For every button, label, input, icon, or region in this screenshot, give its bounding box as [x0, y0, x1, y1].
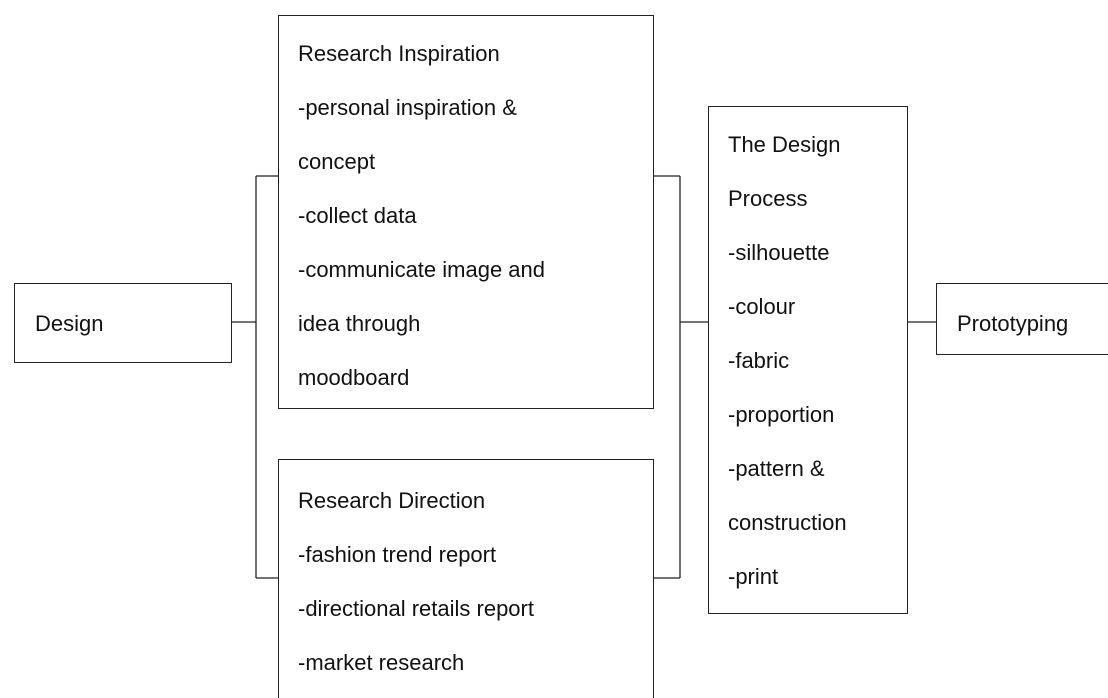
design-label: Design — [35, 311, 104, 336]
research-direction-item: -directional retails report — [298, 596, 534, 621]
prototyping-box: Prototyping — [936, 283, 1108, 355]
design-process-item: construction — [728, 510, 847, 535]
research-direction-item: -market research — [298, 650, 465, 675]
research-direction-box: Research Direction -fashion trend report… — [278, 459, 654, 698]
research-direction-title: Research Direction — [298, 488, 486, 513]
research-inspiration-item: -collect data — [298, 203, 417, 228]
research-inspiration-item: idea through — [298, 311, 421, 336]
research-inspiration-item: -communicate image and — [298, 257, 546, 282]
design-process-title: The Design — [728, 132, 841, 157]
design-process-item: -print — [728, 564, 779, 589]
research-inspiration-item: moodboard — [298, 365, 410, 390]
design-process-title: Process — [728, 186, 808, 211]
research-inspiration-box: Research Inspiration -personal inspirati… — [278, 15, 654, 409]
design-process-item: -pattern & — [728, 456, 825, 481]
design-process-item: -fabric — [728, 348, 790, 373]
prototyping-label: Prototyping — [957, 311, 1069, 336]
design-box: Design — [14, 283, 232, 363]
design-process-item: -proportion — [728, 402, 835, 427]
design-process-box: The Design Process -silhouette -colour -… — [708, 106, 908, 614]
design-process-item: -colour — [728, 294, 796, 319]
research-inspiration-item: concept — [298, 149, 376, 174]
research-inspiration-item: -personal inspiration & — [298, 95, 517, 120]
research-inspiration-title: Research Inspiration — [298, 41, 500, 66]
research-direction-item: -fashion trend report — [298, 542, 497, 567]
design-process-item: -silhouette — [728, 240, 830, 265]
